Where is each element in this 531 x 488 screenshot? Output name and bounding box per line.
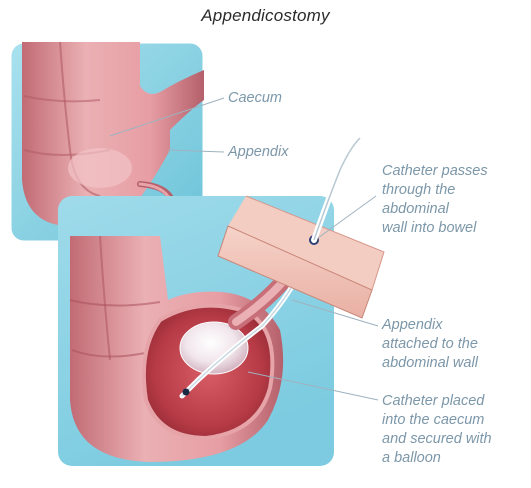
- label-line: Appendix: [382, 316, 478, 335]
- label-line: Catheter passes: [382, 162, 488, 181]
- label-appendix-attached: Appendix attached to the abdominal wall: [382, 316, 478, 373]
- label-line: wall into bowel: [382, 219, 488, 238]
- label-line: abdominal: [382, 200, 488, 219]
- label-appendix: Appendix: [228, 143, 288, 162]
- label-caecum: Caecum: [228, 89, 282, 108]
- label-line: attached to the: [382, 335, 478, 354]
- label-line: abdominal wall: [382, 354, 478, 373]
- label-line: into the caecum: [382, 411, 492, 430]
- label-line: through the: [382, 181, 488, 200]
- label-catheter-placed: Catheter placed into the caecum and secu…: [382, 392, 492, 468]
- label-line: and secured with: [382, 430, 492, 449]
- label-line: a balloon: [382, 449, 492, 468]
- label-catheter-passes: Catheter passes through the abdominal wa…: [382, 162, 488, 238]
- label-line: Catheter placed: [382, 392, 492, 411]
